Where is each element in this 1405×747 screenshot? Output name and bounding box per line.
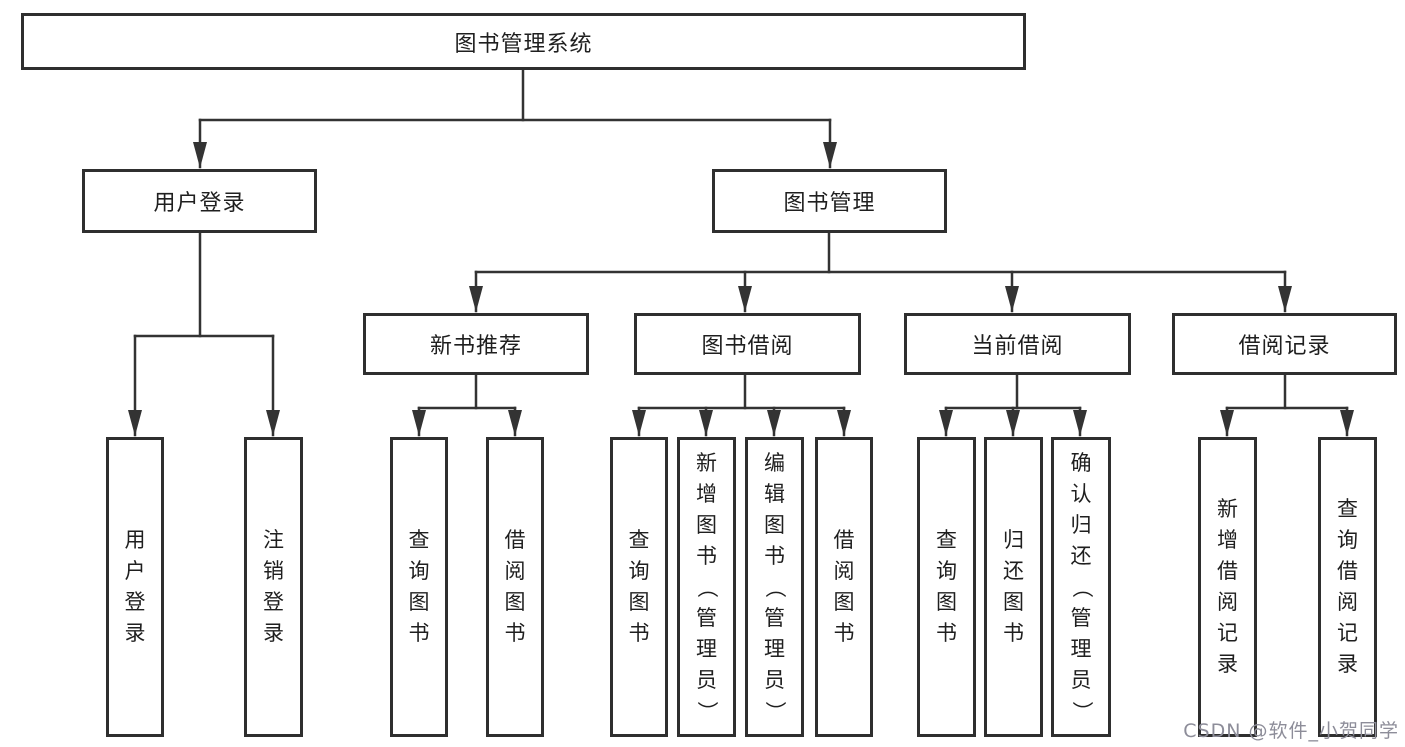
- node-label: 借阅图书: [833, 528, 855, 645]
- node-label: 查询图书: [628, 528, 650, 645]
- node-label: 图书管理系统: [454, 31, 593, 57]
- leaf-logout: 注销登录: [244, 437, 303, 737]
- node-label: 查询图书: [936, 528, 957, 645]
- leaf-user-login: 用户登录: [106, 437, 164, 737]
- node-borrowing-records: 借阅记录: [1172, 313, 1397, 375]
- node-current-borrowing: 当前借阅: [904, 313, 1131, 375]
- leaf-edit-book-admin: 编辑图书（管理员）: [745, 437, 804, 737]
- leaf-add-borrow-record: 新增借阅记录: [1198, 437, 1257, 737]
- leaf-confirm-return-admin: 确认归还（管理员）: [1051, 437, 1111, 737]
- node-label: 查询借阅记录: [1337, 497, 1358, 676]
- leaf-borrow-books-recommend: 借阅图书: [486, 437, 544, 737]
- node-label: 用户登录: [153, 191, 246, 216]
- node-label: 新书推荐: [429, 334, 522, 359]
- node-library-management-system: 图书管理系统: [21, 13, 1026, 70]
- leaf-query-books-recommend: 查询图书: [390, 437, 448, 737]
- node-label: 注销登录: [263, 528, 284, 645]
- leaf-query-books-current: 查询图书: [917, 437, 976, 737]
- node-label: 编辑图书（管理员）: [763, 450, 787, 722]
- node-label: 新增图书（管理员）: [695, 450, 719, 722]
- node-label: 查询图书: [408, 528, 430, 645]
- node-new-book-recommendation: 新书推荐: [363, 313, 589, 375]
- node-label: 图书管理: [783, 191, 876, 216]
- node-label: 用户登录: [124, 528, 146, 645]
- node-label: 归还图书: [1003, 528, 1024, 645]
- leaf-add-book-admin: 新增图书（管理员）: [677, 437, 736, 737]
- node-label: 借阅记录: [1238, 334, 1331, 359]
- node-user-login: 用户登录: [82, 169, 317, 233]
- leaf-query-borrow-record: 查询借阅记录: [1318, 437, 1377, 737]
- node-label: 图书借阅: [701, 334, 794, 359]
- node-label: 新增借阅记录: [1217, 497, 1238, 676]
- node-label: 当前借阅: [971, 334, 1064, 359]
- csdn-watermark: CSDN @软件_小贺同学: [1183, 720, 1399, 742]
- leaf-borrow-books: 借阅图书: [815, 437, 873, 737]
- leaf-return-books: 归还图书: [984, 437, 1043, 737]
- node-label: 借阅图书: [504, 528, 526, 645]
- node-book-management: 图书管理: [712, 169, 947, 233]
- node-book-borrowing: 图书借阅: [634, 313, 861, 375]
- leaf-query-books-borrowing: 查询图书: [610, 437, 668, 737]
- node-label: 确认归还（管理员）: [1069, 450, 1094, 722]
